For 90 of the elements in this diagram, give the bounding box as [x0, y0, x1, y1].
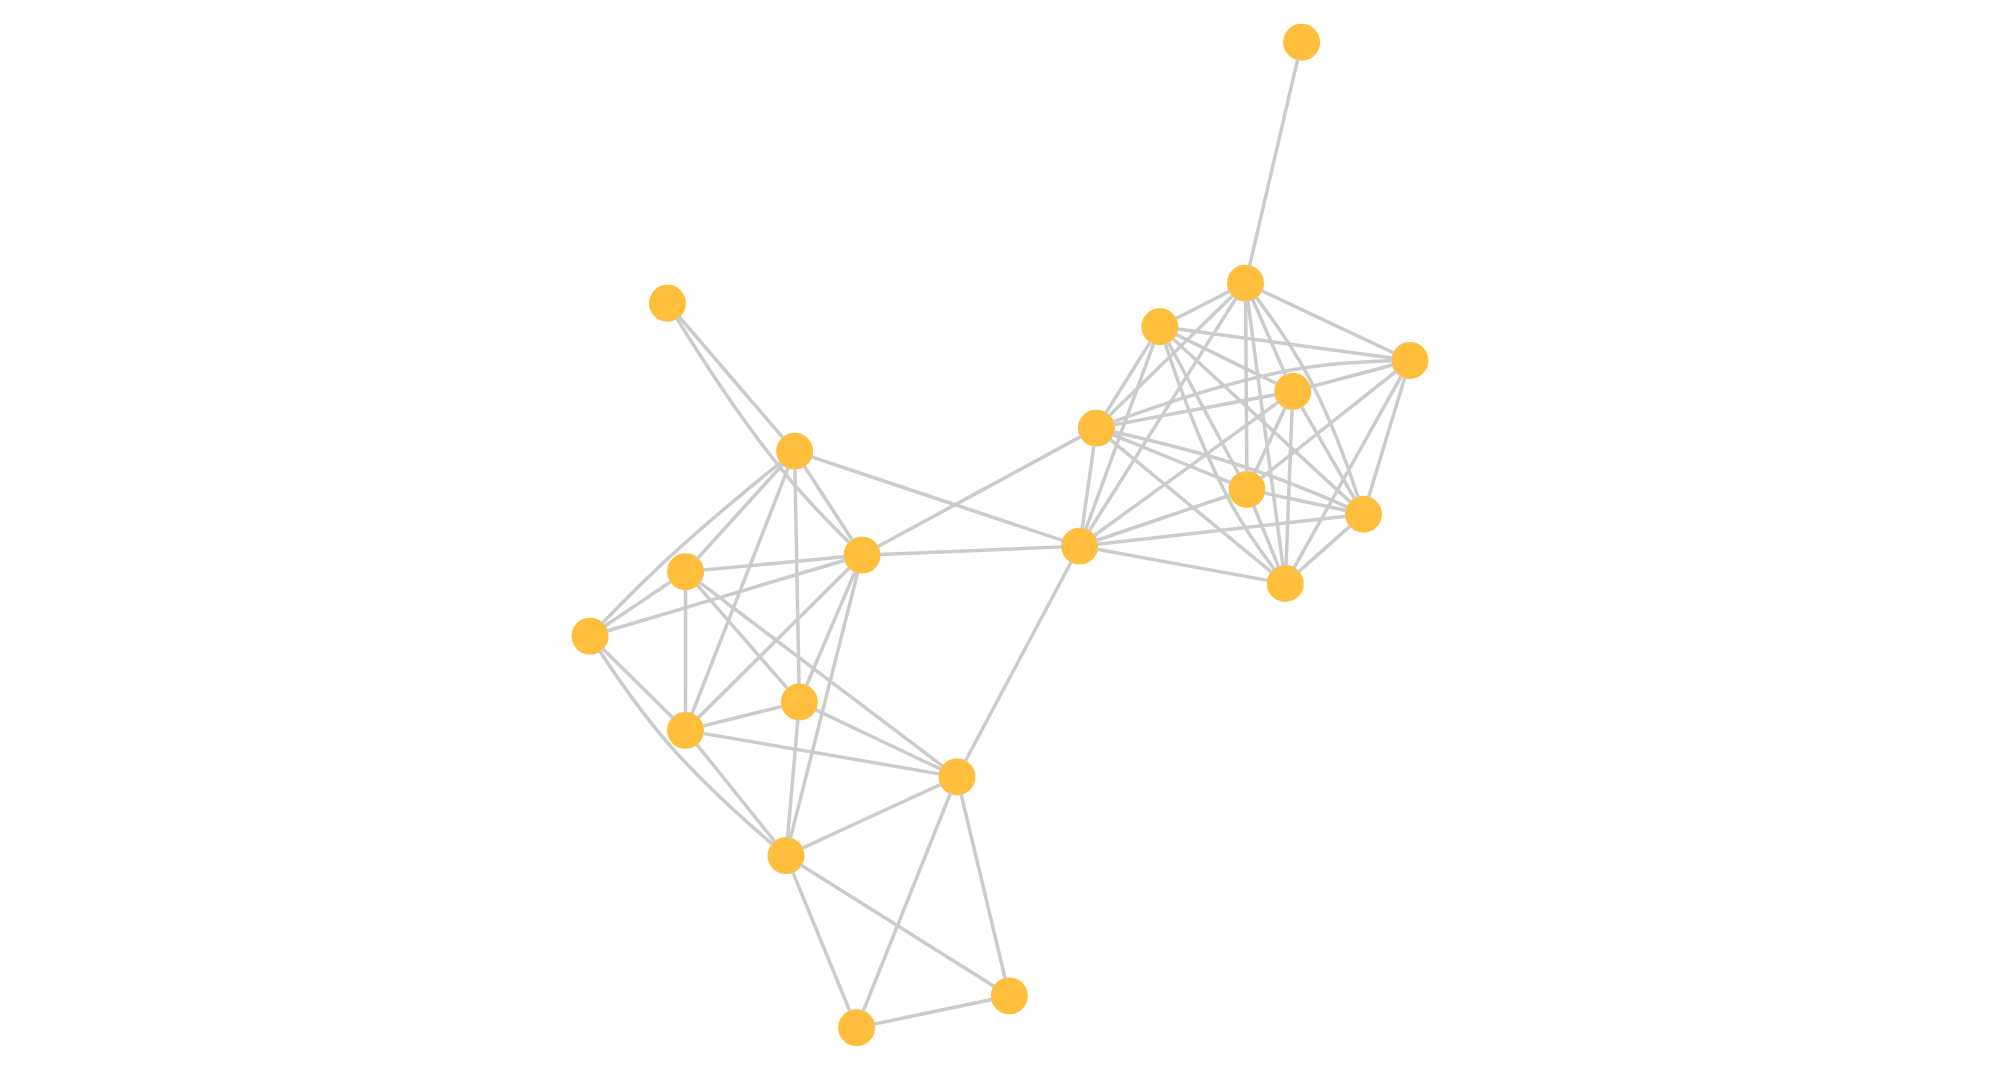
connector: [1284, 409, 1294, 566]
node-circle: [667, 553, 704, 591]
node-circle: [938, 758, 976, 796]
connector: [1254, 296, 1360, 499]
connector: [1107, 294, 1235, 417]
connector: [696, 584, 789, 690]
connector: [695, 743, 776, 843]
connector: [601, 461, 782, 625]
node-circle: [649, 284, 686, 322]
connector: [1108, 437, 1273, 574]
node-circle: [1141, 308, 1179, 346]
connector: [606, 558, 846, 633]
connector: [1246, 300, 1285, 566]
node-circle: [776, 432, 814, 470]
node-circle: [838, 1009, 876, 1047]
connector: [1261, 289, 1395, 355]
connector: [1300, 406, 1356, 500]
connector: [1096, 547, 1269, 583]
connector: [1087, 296, 1238, 533]
connector: [1174, 289, 1231, 321]
connector: [1297, 524, 1352, 573]
connector: [1243, 300, 1249, 472]
connector: [1251, 504, 1281, 568]
node-circle: [1345, 495, 1382, 533]
connector: [1292, 374, 1403, 569]
connector: [1097, 514, 1346, 546]
connector: [1366, 376, 1407, 499]
connector: [702, 704, 783, 728]
connector: [1259, 370, 1398, 480]
connector: [879, 545, 1063, 557]
node-circle: [1077, 409, 1115, 447]
connector: [675, 317, 851, 544]
node-circle: [1266, 565, 1304, 602]
connector: [788, 572, 860, 840]
node-circle: [571, 617, 609, 655]
connector: [876, 435, 1082, 549]
node-circle: [1283, 23, 1321, 61]
node-circle: [990, 977, 1028, 1015]
connector: [802, 465, 854, 541]
node-circle: [1228, 470, 1266, 508]
connector: [1167, 342, 1241, 475]
connector: [1172, 338, 1352, 504]
connector: [677, 315, 785, 439]
connector: [695, 463, 784, 560]
connector: [861, 792, 953, 1012]
node-circle: [667, 711, 704, 749]
connector: [696, 566, 851, 719]
connector: [1080, 445, 1096, 529]
node-circle: [1391, 342, 1429, 379]
node-circle: [1274, 373, 1312, 410]
connector: [1104, 340, 1152, 415]
node-circle: [1227, 264, 1264, 302]
connector: [683, 589, 688, 713]
connector: [1093, 400, 1280, 537]
connector: [1175, 333, 1278, 386]
connector: [801, 782, 942, 850]
connector: [1112, 358, 1393, 424]
connector: [702, 555, 845, 572]
connector: [1252, 406, 1287, 474]
connector: [601, 647, 675, 720]
node-circle: [780, 683, 818, 721]
connector: [1309, 363, 1394, 389]
connector: [799, 863, 995, 988]
connector: [1111, 433, 1232, 485]
connector: [1113, 392, 1276, 427]
connector: [698, 580, 944, 768]
connector: [1177, 327, 1393, 360]
connector: [811, 455, 1064, 543]
connector: [815, 708, 942, 771]
connector: [1084, 342, 1156, 531]
connector: [804, 571, 857, 687]
connector: [1250, 298, 1288, 377]
node-circle: [767, 837, 805, 875]
connector: [793, 469, 801, 685]
connector: [598, 649, 774, 846]
connector: [604, 580, 673, 628]
connector: [1113, 430, 1348, 509]
node-circle: [1061, 527, 1099, 565]
connector: [1163, 343, 1276, 571]
connector: [873, 997, 993, 1026]
connector: [791, 871, 852, 1012]
node-circle: [843, 536, 881, 574]
connector: [1247, 59, 1300, 267]
connector: [785, 719, 800, 839]
connector: [690, 467, 790, 715]
connector: [959, 793, 1007, 980]
connector: [702, 731, 940, 776]
connector: [1095, 493, 1231, 543]
connector: [1263, 491, 1347, 513]
connector: [963, 560, 1073, 762]
